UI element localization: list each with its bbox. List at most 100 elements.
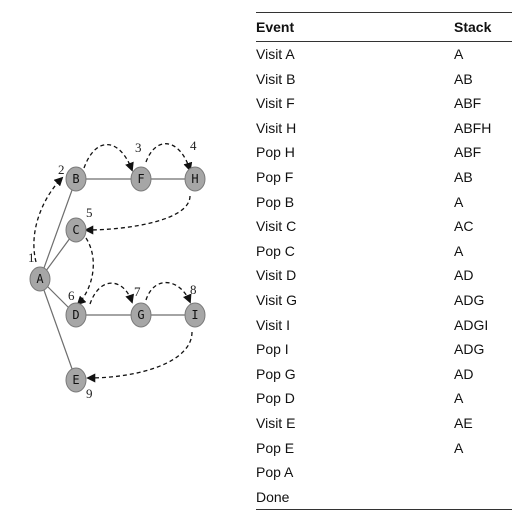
table-row: Visit C AC [256,214,512,239]
stack-cell: ADG [454,341,485,358]
node-circle [184,302,206,328]
node-circle [65,217,87,243]
stack-cell: A [454,193,464,210]
table-row: Visit D AD [256,263,512,288]
stack-cell: A [454,46,464,62]
stack-cell: A [454,390,464,407]
node-label: H [191,172,198,186]
stack-cell: AE [454,414,473,431]
stack-cell: ABF [454,95,482,112]
node-label: B [72,172,79,186]
table-row: Visit G ADG [256,288,512,313]
stack-cell: A [454,439,464,456]
stack-cell: ABFH [454,119,492,136]
event-cell: Pop D [256,390,295,407]
arc-h-to-c [84,195,191,235]
table-bottom-rule [256,509,512,511]
edge-a-b [39,178,77,280]
event-cell: Visit A [256,46,295,62]
event-cell: Visit D [256,267,297,284]
visit-order-label: 8 [190,282,197,297]
node-circle [65,302,87,328]
arc-g-to-i [145,281,192,304]
event-cell: Visit E [256,414,296,431]
node-label: A [36,272,44,286]
visit-order-label: 3 [135,140,142,155]
arc-a-to-b [33,176,64,263]
event-cell: Visit G [256,291,297,308]
table-row: Visit E AE [256,411,512,436]
stack-cell: AD [454,267,474,284]
arc-b-to-f [83,143,134,172]
traversal-arcs-layer [33,143,193,383]
node-circle [65,367,87,393]
node-label: I [191,308,198,322]
table-row: Visit H ABFH [256,116,512,141]
arc-i-to-e [86,331,193,383]
visit-order-label: 6 [68,288,75,303]
table-row: Pop A [256,460,512,485]
event-cell: Pop G [256,365,296,382]
event-cell: Pop H [256,144,295,161]
node-circle [130,302,152,328]
event-cell: Visit B [256,70,296,87]
arc-f-to-h [145,143,193,172]
node-circle [65,166,87,192]
stack-cell: AD [454,365,474,382]
node-label: E [72,373,79,387]
event-cell: Pop I [256,341,289,358]
event-cell: Visit F [256,95,295,112]
edges-layer [39,178,195,381]
stack-cell: AB [454,70,473,87]
node-circle [130,166,152,192]
edge-a-e [39,278,77,381]
node-c: C5 [65,205,93,243]
table-row: Pop G AD [256,362,512,387]
node-d: D6 [65,288,87,328]
visit-order-label: 1 [28,250,35,265]
table-row: Pop I ADG [256,337,512,362]
arc-c-to-d [76,237,94,306]
visit-order-label: 5 [86,205,93,220]
arc-d-to-g [89,282,135,305]
table-row: Visit B AB [256,67,512,92]
visit-order-label: 7 [134,284,141,299]
table-top-rule [256,12,512,13]
visit-order-label: 4 [190,138,197,153]
event-cell: Pop F [256,168,294,185]
table-row: Pop F AB [256,165,512,190]
event-cell: Visit H [256,119,297,136]
node-label: G [137,308,144,322]
table-body: Visit A A Visit B AB Visit F ABF Visit H ABFH Po… [256,42,512,509]
visit-order-label: 2 [58,162,65,177]
table-row: Visit A A [256,42,512,67]
table-row: Visit F ABF [256,91,512,116]
node-circle [184,166,206,192]
node-label: C [72,223,79,237]
node-g: G7 [130,284,152,328]
stack-cell: AC [454,218,474,235]
table-row: Done [256,485,512,510]
event-cell: Visit C [256,218,297,235]
node-label: D [72,308,79,322]
node-e: E9 [65,367,93,401]
table-header-rule [256,41,512,42]
stack-cell: ADGI [454,316,489,333]
table-header-row: Event Stack [256,13,512,41]
event-cell: Pop A [256,464,294,481]
node-h: H4 [184,138,206,192]
stack-cell: ADG [454,291,485,308]
event-cell: Visit I [256,316,290,333]
table-row: Visit I ADGI [256,313,512,338]
stack-cell: A [454,242,464,259]
node-b: B2 [58,162,87,192]
visit-order-label: 9 [86,386,93,401]
header-stack: Stack [454,19,492,35]
stack-cell: AB [454,168,473,185]
node-f: F3 [130,140,152,192]
